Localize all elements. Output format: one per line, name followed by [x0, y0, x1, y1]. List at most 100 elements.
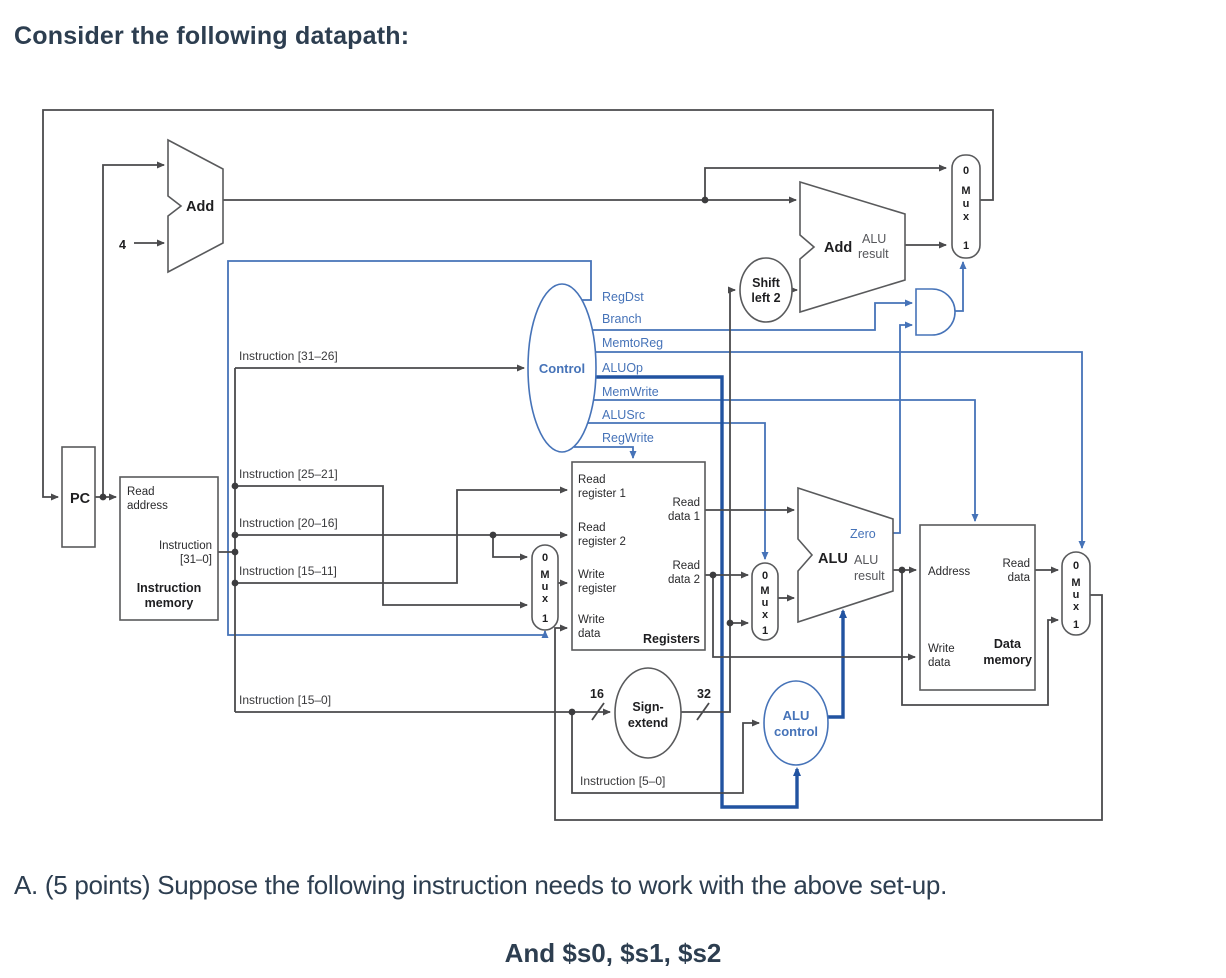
mux-x: x: [542, 593, 549, 605]
imem-name-1: Instruction: [137, 581, 202, 595]
reg-write-register-b: register: [578, 583, 617, 595]
wire-regdst: [227, 260, 592, 638]
dmem-name-b: memory: [983, 653, 1032, 667]
wire-alusrc: [588, 422, 769, 560]
control-label: Control: [539, 361, 585, 376]
sign-extend-oval: [614, 667, 682, 759]
alusrc-mux-labels: 0 M u x 1: [760, 570, 769, 637]
mux-0: 0: [542, 552, 548, 564]
diagram-labels: PC 4 Add Read address Instruction [31–0]…: [70, 165, 1081, 788]
regdst-mux-labels: 0 M u x 1: [540, 552, 549, 625]
blocks: [61, 138, 1091, 766]
shift-left-2-oval: [739, 257, 793, 323]
wire-i25-21: [235, 485, 528, 609]
reg-read-data-1b: data 1: [668, 511, 700, 523]
pc-block: [61, 446, 96, 548]
reg-read-data-2b: data 2: [668, 574, 700, 586]
pc-adder: [167, 138, 224, 274]
const-four: 4: [119, 238, 126, 252]
field-i31-26: Instruction [31–26]: [239, 349, 338, 363]
dmem-write-data-b: data: [928, 657, 951, 669]
memtoreg-mux: [1061, 551, 1091, 636]
signal-aluop: ALUOp: [602, 361, 643, 375]
reg-read-data-2a: Read: [673, 560, 701, 572]
wire-pc-src-loop: [42, 109, 994, 501]
imem-instruction-out-2: [31–0]: [180, 554, 212, 566]
mux-1: 1: [963, 240, 969, 252]
width-32: 32: [697, 687, 711, 701]
mux-x: x: [1073, 601, 1080, 613]
junction-dots: [99, 196, 906, 716]
wire-branch: [592, 299, 913, 331]
regdst-mux: [531, 544, 559, 631]
wire-aluop: [596, 375, 801, 809]
mux-m: M: [1071, 577, 1080, 589]
alu-control-oval: [763, 680, 829, 766]
reg-read-data-1a: Read: [673, 497, 701, 509]
and-gate: [915, 288, 956, 336]
pcsrc-mux-labels: 0 M u x 1: [961, 165, 970, 252]
wire-i15-11: [235, 486, 568, 584]
alu-zero-label: Zero: [850, 527, 876, 541]
alu-shape: [797, 486, 894, 624]
reg-read-register-1a: Read: [578, 474, 606, 486]
reg-read-register-1b: register 1: [578, 488, 626, 500]
dmem-read-data-b: data: [1008, 572, 1031, 584]
mux-u: u: [963, 198, 970, 210]
wire-pc4-to-mux: [704, 164, 947, 200]
question-text: A. (5 points) Suppose the following inst…: [14, 870, 948, 900]
branch-adder-label: Add: [824, 240, 852, 256]
alu-result-1: ALU: [854, 553, 878, 567]
mux-1: 1: [542, 613, 548, 625]
field-i20-16: Instruction [20–16]: [239, 516, 338, 530]
field-i25-21: Instruction [25–21]: [239, 467, 338, 481]
alusrc-mux: [751, 562, 779, 641]
slash-16: [591, 702, 605, 721]
control-oval: [527, 283, 597, 453]
sign-extend-label-1: Sign-: [632, 700, 663, 714]
mux-x: x: [762, 609, 769, 621]
imem-read-address-2: address: [127, 500, 168, 512]
wire-i20-16-to-mux: [492, 535, 528, 561]
branch-adder-result-1: ALU: [862, 232, 886, 246]
pc-label: PC: [70, 491, 91, 507]
shift-left-2-label-2: left 2: [751, 291, 780, 305]
mux-u: u: [1073, 589, 1080, 601]
field-i15-0: Instruction [15–0]: [239, 693, 331, 707]
mux-u: u: [542, 581, 549, 593]
signal-memtoreg: MemtoReg: [602, 336, 663, 350]
mux-m: M: [540, 569, 549, 581]
pc-adder-label: Add: [186, 199, 214, 215]
reg-write-data-b: data: [578, 628, 601, 640]
data-memory-block: [919, 524, 1036, 691]
page-title: Consider the following datapath:: [14, 22, 410, 50]
reg-write-data-a: Write: [578, 614, 605, 626]
imem-read-address-1: Read: [127, 486, 155, 498]
reg-read-register-2b: register 2: [578, 536, 626, 548]
registers-block: [571, 461, 706, 651]
dmem-address: Address: [928, 566, 970, 578]
mux-0: 0: [1073, 560, 1079, 572]
branch-adder-result-2: result: [858, 247, 889, 261]
pcsrc-mux: [951, 154, 981, 259]
wire-i5-0: [571, 712, 760, 794]
signal-regwrite: RegWrite: [602, 431, 654, 445]
alu-control-label-2: control: [774, 724, 818, 739]
imem-name-2: memory: [145, 596, 194, 610]
mux-m: M: [760, 585, 769, 597]
shift-left-2-label-1: Shift: [752, 276, 781, 290]
memtoreg-mux-labels: 0 M u x 1: [1071, 560, 1080, 631]
dmem-write-data-a: Write: [928, 643, 955, 655]
alu-result-2: result: [854, 569, 885, 583]
width-16: 16: [590, 687, 604, 701]
signal-branch: Branch: [602, 312, 642, 326]
wire-memtoreg: [595, 351, 1086, 549]
wire-read-data-2-to-dmem: [712, 575, 916, 661]
branch-adder: [799, 180, 906, 314]
reg-read-register-2a: Read: [578, 522, 606, 534]
field-i15-11: Instruction [15–11]: [239, 564, 337, 578]
question-emphasis: And $s0, $s1, $s2: [504, 938, 722, 968]
alu-control-label-1: ALU: [783, 708, 810, 723]
alu-label: ALU: [818, 551, 848, 567]
